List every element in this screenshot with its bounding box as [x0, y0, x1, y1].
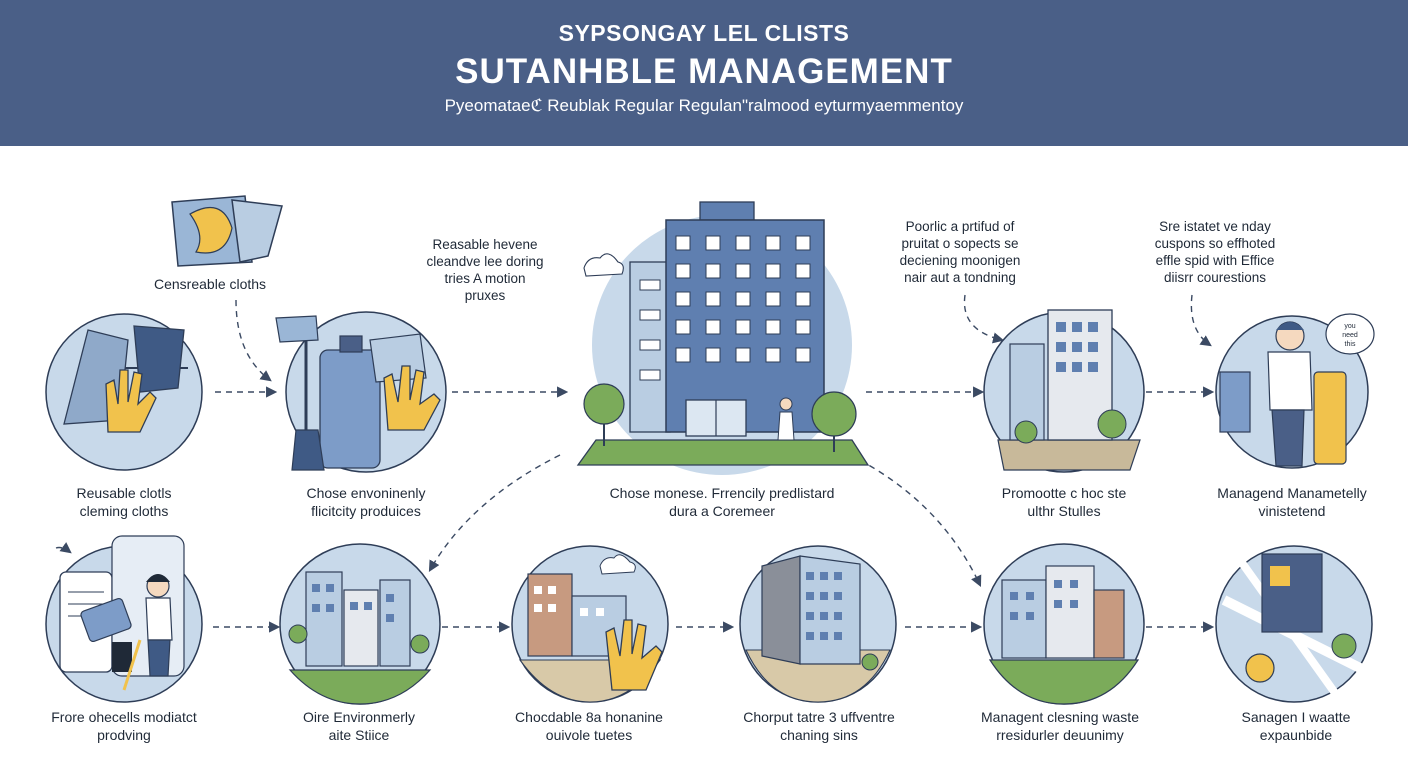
note-strategies-line-1: Sre istatet ve nday [1159, 219, 1271, 234]
label-reusable-cloths: Reusable clotls cleming cloths [34, 484, 214, 520]
label-r1c4-line-2: ulthr Stulles [1027, 503, 1101, 519]
central-building-illustration [576, 201, 870, 475]
note-reusable-line-1: Reasable hevene [432, 237, 538, 252]
label-tower-buildings: Chorput tatre 3 uffventre chaning sins [714, 708, 924, 744]
note-strategies-line-2: cuspons so effhoted [1154, 236, 1276, 251]
label-manager: Managend Manametelly vinistetend [1192, 484, 1392, 520]
label-r1c3-line-2: dura a Coremeer [669, 503, 775, 519]
note-promote-line-2: pruitat o sopects se [901, 236, 1019, 251]
curve-center-left [428, 454, 561, 572]
label-r1c5-line-1: Managend Manametelly [1217, 485, 1367, 501]
label-promote-building: Promootte c hoc ste ulthr Stulles [974, 484, 1154, 520]
label-r2c5-line-2: rresidurler deuunimy [996, 727, 1124, 743]
label-waste-map: Sanagen I waatte expaunbide [1196, 708, 1396, 744]
note-strategies-line-3: effle spid with Effice [1155, 253, 1275, 268]
label-r1c2-line-1: Chose envoninenly [306, 485, 426, 501]
label-r1c3-line-1: Chose monese. Frrencily predlistard [609, 485, 835, 501]
circle-reusable-cloths [45, 313, 203, 471]
circle-cleaning-apartments [511, 545, 669, 703]
label-cleaning-apartments: Chocdable 8a honanine ouivole tuetes [494, 708, 684, 744]
label-r1c4-line-1: Promootte c hoc ste [1001, 485, 1127, 501]
speech-bubble [1325, 313, 1375, 355]
curve-strategy-note [1190, 294, 1212, 347]
label-r1c2-line-2: flicitcity produices [311, 503, 421, 519]
circle-promote-building [983, 309, 1145, 473]
speech-text-3: this [1345, 341, 1356, 348]
speech-text-1: you [1344, 323, 1355, 330]
label-r2c6-line-1: Sanagen I waatte [1241, 709, 1351, 725]
note-reusable: Reasable hevene cleandve lee doring trie… [400, 236, 570, 304]
note-reusable-line-4: pruxes [464, 288, 506, 303]
label-eco-products: Chose envoninenly flicitcity produices [266, 484, 466, 520]
label-r1c1-line-2: cleming cloths [79, 503, 169, 519]
label-r2c4-line-2: chaning sins [780, 727, 858, 743]
label-r1c5-line-2: vinistetend [1258, 503, 1326, 519]
note-promote: Poorlic a prtifud of pruitat o sopects s… [870, 218, 1050, 286]
note-reusable-line-3: tries A motion [444, 271, 526, 286]
speech-text-2: need [1342, 332, 1358, 339]
curve-center-right [849, 454, 982, 588]
label-r1c1-line-1: Reusable clotls [76, 485, 172, 501]
label-r2c4-line-1: Chorput tatre 3 uffventre [743, 709, 895, 725]
label-r2c1-line-2: prodving [97, 727, 151, 743]
note-reusable-line-2: cleandve lee doring [426, 254, 544, 269]
label-r2c3-line-1: Chocdable 8a honanine [515, 709, 663, 725]
note-promote-line-1: Poorlic a prtifud of [905, 219, 1015, 234]
circle-waste-map [1215, 545, 1373, 703]
header-kicker: SYPSONGAY LEL CLISTS [558, 20, 850, 46]
label-r2c3-line-2: ouivole tuetes [545, 727, 633, 743]
note-strategies: Sre istatet ve nday cuspons so effhoted … [1120, 218, 1310, 286]
header-subtitle: Pyeomatae⁠ℭ Reublak Regular Regulan"ralm… [444, 96, 964, 115]
circle-environmental-site [279, 543, 441, 705]
caption-cloth: Censreable cloths [154, 276, 267, 292]
label-environmental-site: Oire Environmerly aite Stiice [264, 708, 454, 744]
label-office-cleaner: Frore ohecells modiatct prodving [24, 708, 224, 744]
label-waste-building: Managent clesning waste rresidurler deuu… [950, 708, 1170, 744]
circle-office-cleaner [45, 535, 203, 703]
connectors [55, 294, 1215, 633]
label-r2c2-line-2: aite Stiice [328, 727, 390, 743]
label-central-building: Chose monese. Frrencily predlistard dura… [572, 484, 872, 520]
curve-r2-start [55, 542, 72, 554]
label-r2c6-line-2: expaunbide [1259, 727, 1333, 743]
label-r2c5-line-1: Managent clesning waste [981, 709, 1139, 725]
folded-cloth-icon [171, 195, 283, 267]
header-banner: SYPSONGAY LEL CLISTS SUTANHBLE MANAGEMEN… [0, 0, 1408, 146]
page-title: SUTANHBLE MANAGEMENT [455, 52, 953, 91]
note-promote-line-3: deciening moonigen [899, 253, 1021, 268]
label-r2c2-line-1: Oire Environmerly [302, 709, 416, 725]
circle-waste-building [983, 543, 1145, 705]
circle-eco-products [275, 311, 447, 473]
curve-cloth [235, 299, 272, 382]
label-r2c1-line-1: Frore ohecells modiatct [51, 709, 197, 725]
curve-promote-note [963, 294, 1005, 344]
note-strategies-line-4: diisrr courestions [1163, 270, 1267, 285]
note-promote-line-4: nair aut a tondning [904, 270, 1016, 285]
circle-manager-worker [1215, 313, 1375, 469]
circle-tower-buildings [739, 545, 897, 703]
